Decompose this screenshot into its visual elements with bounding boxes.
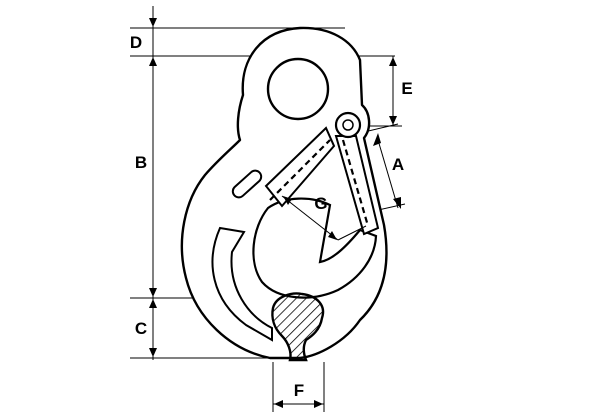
dimension-f-arrows [274, 400, 323, 408]
label-f: F [294, 381, 304, 400]
label-g: G [314, 194, 327, 213]
dimension-a-arrows [373, 133, 401, 209]
hook-throat [252, 197, 378, 299]
dimension-g-lines [281, 195, 367, 241]
cross-section-hatched [271, 292, 325, 362]
hook-groove [211, 226, 273, 342]
label-c: C [135, 319, 147, 338]
label-d: D [130, 33, 142, 52]
dimension-arrows-left [149, 18, 157, 357]
label-a: A [392, 155, 404, 174]
hook-rib [264, 126, 336, 208]
label-e: E [401, 79, 412, 98]
dimension-labels: D B C E A G F [130, 33, 413, 400]
body-slot [231, 169, 263, 199]
dimension-g-arrows [283, 196, 337, 240]
rib-dashed-line [269, 139, 331, 201]
label-b: B [135, 153, 147, 172]
safety-latch [334, 111, 380, 236]
dimension-e-arrows [389, 57, 397, 125]
